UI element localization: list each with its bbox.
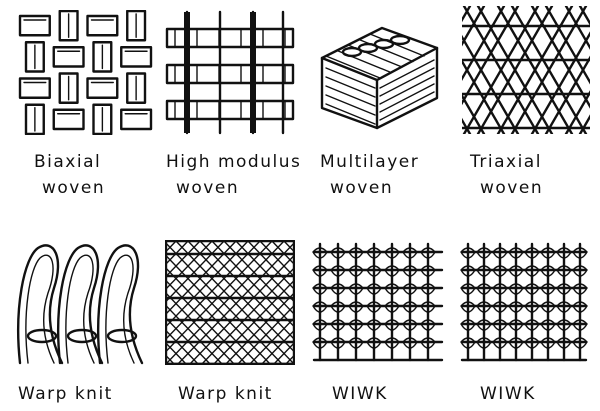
binder-loop: [391, 36, 409, 44]
warp-knit-2-label: Warp knit: [178, 382, 273, 407]
weft-yarn: [88, 79, 118, 98]
weft-yarn: [88, 16, 118, 35]
diagonal-yarn: [165, 240, 259, 365]
warp-knit-2-panel: [165, 240, 295, 365]
triaxial-woven-illustration: [462, 6, 590, 134]
diagonal-yarn: [165, 240, 223, 365]
wiwk-1-label: WIWK: [332, 382, 388, 407]
biaxial-woven-label-line1: Biaxial: [34, 150, 101, 175]
biaxial-woven-illustration: [18, 10, 153, 135]
layer-yarn: [380, 92, 434, 120]
biaxial-woven-label-line2: woven: [42, 176, 105, 201]
high-modulus-woven-illustration: [165, 10, 295, 135]
wiwk-2-illustration: [460, 242, 588, 362]
warp-knit-1-panel: [10, 238, 150, 368]
diagonal-yarn: [237, 240, 295, 365]
layer-yarn: [380, 68, 434, 96]
high-modulus-woven-panel: [165, 10, 295, 135]
knit-loop: [98, 245, 142, 363]
biaxial-woven-panel: [18, 10, 153, 135]
multilayer-woven-label-line2: woven: [330, 176, 393, 201]
triaxial-woven-label-line1: Triaxial: [470, 150, 542, 175]
layer-yarn: [326, 56, 380, 78]
warp-knit-1-label: Warp knit: [18, 382, 113, 407]
multilayer-woven-label-line1: Multilayer: [320, 150, 419, 175]
high-modulus-woven-label-line1: High modulus: [166, 150, 301, 175]
layer-yarn: [326, 68, 375, 88]
stiff-fiber: [184, 12, 190, 133]
warp-knit-mesh-illustration: [165, 240, 295, 365]
triaxial-woven-panel: [462, 6, 590, 134]
wiwk-2-label: WIWK: [480, 382, 536, 407]
wiwk-1-panel: [312, 242, 444, 362]
weft-yarn: [54, 110, 84, 129]
layer-yarn: [326, 86, 375, 106]
high-modulus-woven-label-line2: woven: [176, 176, 239, 201]
weft-yarn: [20, 16, 50, 35]
layer-yarn: [380, 84, 434, 112]
multilayer-woven-panel: [312, 18, 442, 133]
layer-yarn: [326, 77, 375, 97]
weft-yarn: [121, 110, 151, 129]
weft-yarn: [121, 47, 151, 66]
knit-loop: [18, 245, 62, 363]
stiff-fiber: [250, 12, 256, 133]
wiwk-2-panel: [460, 242, 588, 362]
knit-loop: [58, 245, 102, 363]
weft-yarn: [54, 47, 84, 66]
layer-yarn: [326, 104, 375, 124]
diagonal-yarn: [201, 240, 295, 365]
warp-knit-loops-illustration: [10, 238, 150, 368]
weft-yarn: [20, 79, 50, 98]
triaxial-woven-label-line2: woven: [480, 176, 543, 201]
multilayer-woven-illustration: [312, 18, 442, 133]
layer-yarn: [380, 76, 434, 104]
wiwk-1-illustration: [312, 242, 444, 362]
